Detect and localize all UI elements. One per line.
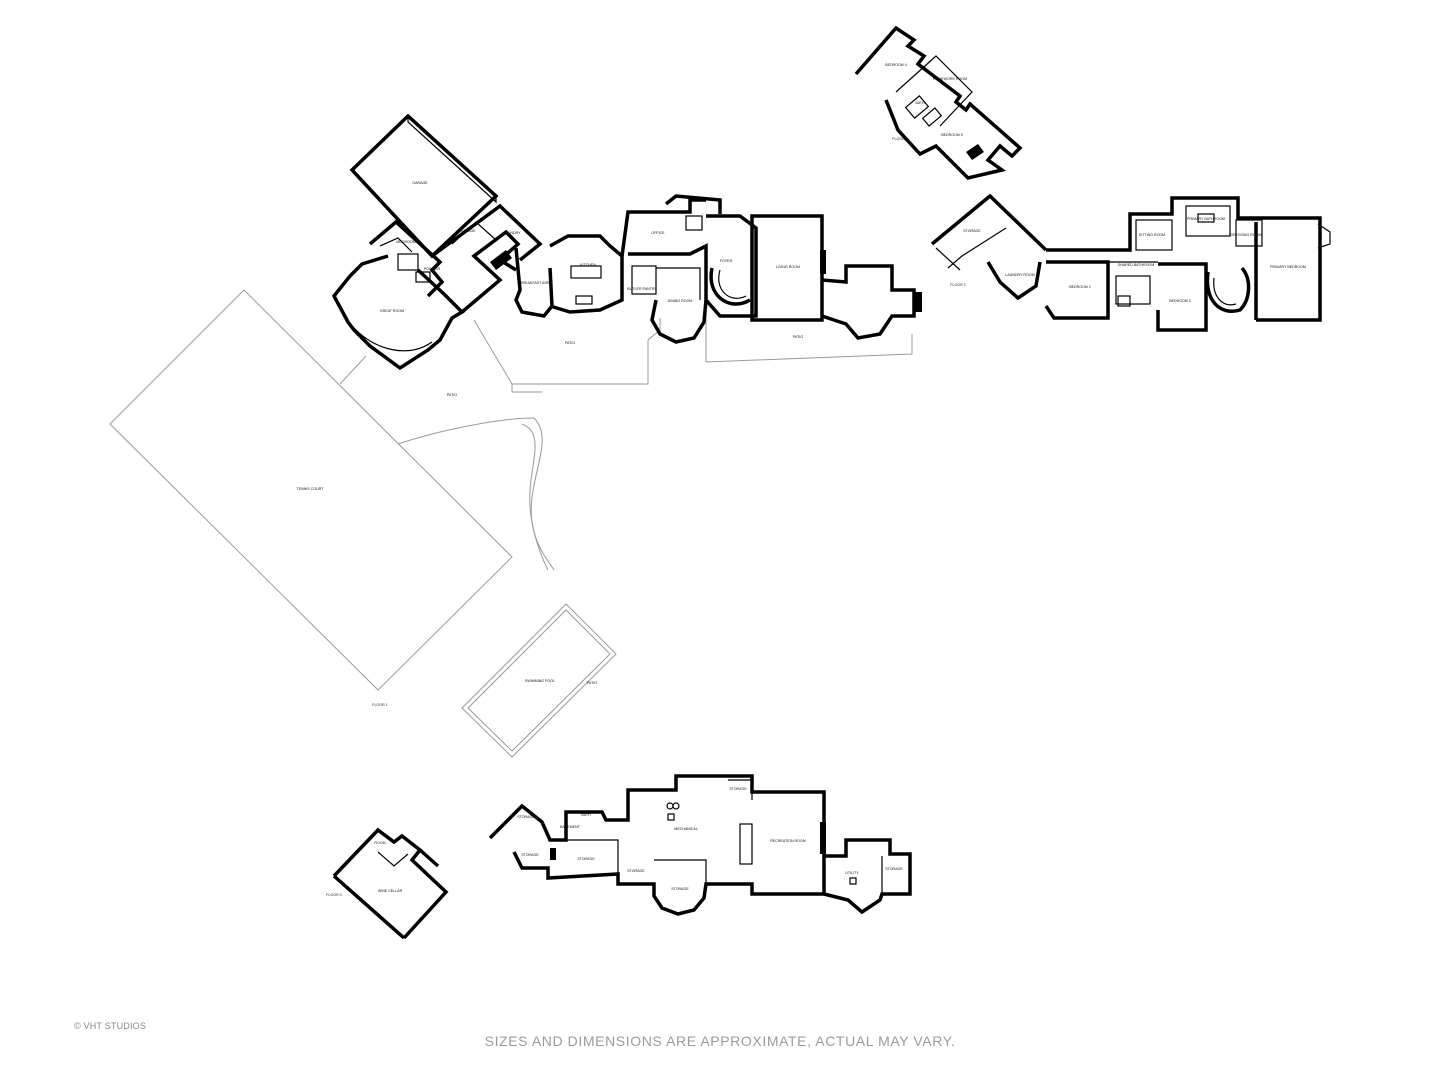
label-mechanical: MECHANICAL [674, 827, 698, 831]
label-swimming-pool: SWIMMING POOL [525, 679, 555, 683]
garage-wing-walls [430, 203, 543, 262]
copyright-text: © VHT STUDIOS [74, 1021, 147, 1031]
label-shared-bath: SHARED BATHROOM [1118, 263, 1154, 267]
label-patio-lawn: PATIO [447, 393, 457, 397]
label-storage-a: STORAGE [517, 815, 535, 819]
label-bath-lower: BATH [581, 813, 591, 817]
site-outlines [109, 289, 913, 758]
label-dressing-room: DRESSING ROOM [1231, 233, 1262, 237]
label-kitchen: KITCHEN [580, 263, 596, 267]
label-bedroom-3: BEDROOM 3 [1169, 299, 1191, 303]
floor-2-plan [930, 193, 1331, 332]
floor-3-plan [854, 25, 1023, 180]
label-room-f0: ROOM [374, 841, 385, 845]
label-tennis-court: TENNIS COURT [297, 487, 325, 491]
swimming-pool-inner [467, 609, 611, 752]
floor-1-plan [331, 113, 922, 371]
label-recreation-room: RECREATION ROOM [770, 839, 805, 843]
sunroom-walls [821, 264, 916, 340]
terrace-outline-mid [473, 318, 661, 385]
great-room-walls [331, 254, 465, 371]
storage-wing-walls [930, 193, 1048, 252]
label-floor-3: FLOOR 3 [892, 137, 907, 141]
label-basement: BASEMENT [560, 825, 581, 829]
tennis-court [109, 289, 513, 691]
swimming-pool-outline [461, 603, 617, 758]
label-bedroom-2: BEDROOM 2 [1069, 285, 1091, 289]
label-dining-room: DINING ROOM [668, 299, 693, 303]
dining-room-walls [650, 299, 708, 344]
label-laundry: LAUNDRY [503, 231, 521, 235]
label-floor-2: FLOOR 2 [950, 283, 965, 287]
terrace-outline-right [705, 300, 913, 363]
wine-cellar-walls [332, 827, 449, 940]
room-labels: GARAGE GARAGE MUDROOM LAUNDRY POWDER GRE… [297, 63, 1306, 897]
foyer-walls [704, 214, 758, 318]
kitchen-walls [549, 234, 624, 314]
bedroom-3-walls [1156, 262, 1208, 332]
utility-walls [823, 838, 912, 915]
label-sitting-room: SITTING ROOM [1139, 233, 1165, 237]
label-primary-bedroom: PRIMARY BEDROOM [1270, 265, 1306, 269]
office-walls [664, 194, 722, 214]
label-storage-e: STORAGE [729, 787, 747, 791]
label-mudroom: MUDROOM [396, 240, 415, 244]
label-storage-c: STORAGE [577, 857, 595, 861]
floor-0-plan [332, 774, 912, 940]
disclaimer-text: SIZES AND DIMENSIONS ARE APPROXIMATE, AC… [484, 1033, 956, 1049]
label-garage: GARAGE [412, 181, 428, 185]
label-wine-cellar: WINE CELLAR [378, 889, 403, 893]
label-utility: UTILITY [845, 871, 859, 875]
label-breakfast: BREAKFAST AREA [520, 281, 552, 285]
label-storage-d: STORAGE [627, 869, 645, 873]
basement-walls [488, 774, 826, 916]
label-bath-top: BATH [915, 101, 925, 105]
attic-walls [854, 25, 1023, 180]
label-pool-patio: PATIO [587, 681, 597, 685]
label-garage-sm: GARAGE [460, 229, 476, 233]
label-storage-g: STORAGE [885, 867, 903, 871]
label-butler-pantry: BUTLER PANTRY [627, 287, 657, 291]
label-office: OFFICE [651, 231, 665, 235]
label-laundry-room: LAUNDRY ROOM [1005, 273, 1034, 277]
lawn-path-inner [521, 423, 549, 571]
label-great-room: GREAT ROOM [380, 309, 404, 313]
label-bedroom-5: BEDROOM 5 [941, 133, 963, 137]
label-floor-0: FLOOR 0 [326, 893, 341, 897]
label-primary-bath: PRIMARY BATHROOM [1187, 217, 1225, 221]
label-living-room: LIVING ROOM [776, 265, 800, 269]
label-patio-right: PATIO [793, 335, 803, 339]
label-bedroom-4: BEDROOM 4 [885, 63, 907, 67]
label-homework-room: HOMEWORK ROOM [933, 77, 967, 81]
label-storage-f3: STORAGE [963, 229, 981, 233]
label-powder: POWDER [424, 267, 441, 271]
bedroom-2-walls [1044, 260, 1110, 320]
lawn-path [397, 417, 555, 571]
label-storage-f: STORAGE [671, 887, 689, 891]
label-foyer: FOYER [720, 259, 733, 263]
label-patio-mid: PATIO [565, 341, 575, 345]
label-floor-1: FLOOR 1 [372, 703, 387, 707]
label-storage-b: STORAGE [521, 853, 539, 857]
